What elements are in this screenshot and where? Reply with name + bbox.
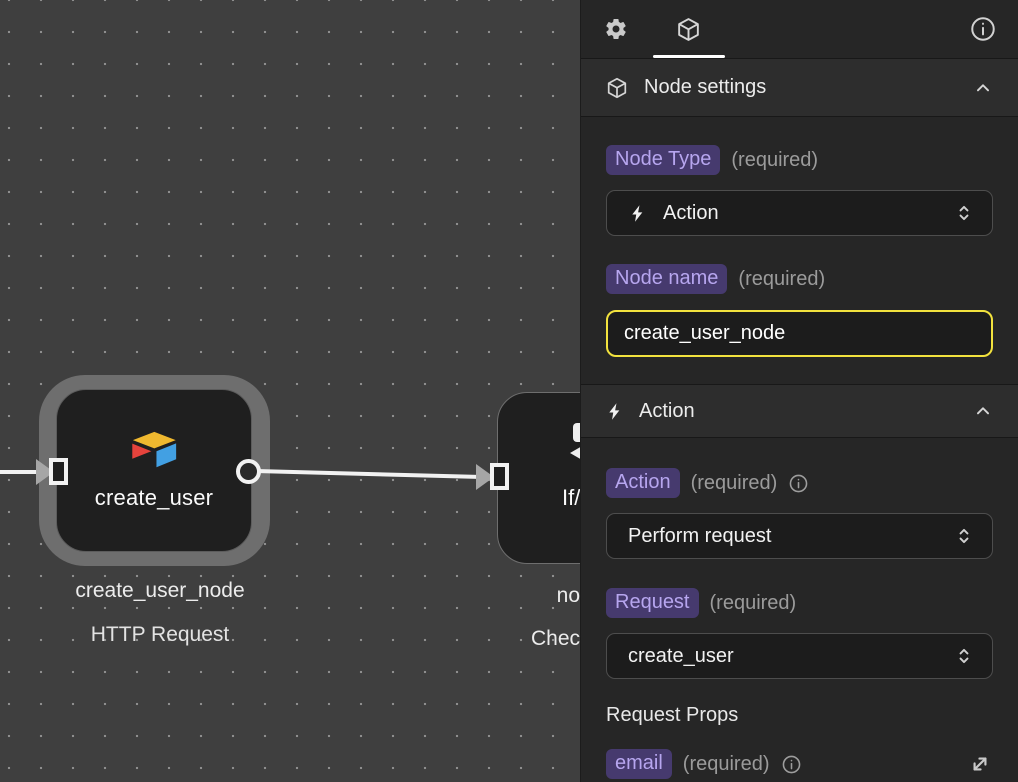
action-select[interactable]: Perform request (606, 513, 993, 559)
node-create-user[interactable]: create_user (56, 389, 252, 552)
cube-icon (678, 17, 699, 41)
edge-incoming-arrowhead-icon (36, 459, 54, 485)
email-expand-button[interactable] (967, 751, 993, 777)
edges-layer (0, 459, 494, 490)
input-port-create-user[interactable] (49, 458, 68, 485)
node-if-else[interactable]: If/ (497, 392, 580, 564)
edge-arrowhead-icon (476, 464, 494, 490)
action-required: (required) (690, 471, 778, 494)
collapse-action-button[interactable] (972, 400, 994, 422)
node-settings-panel: Node settings Node Type (required) Actio… (580, 0, 1018, 782)
email-label-row: email (required) (606, 749, 993, 779)
request-props-title: Request Props (606, 704, 739, 726)
chevron-up-icon (976, 407, 990, 415)
node-if-type-label: Chec (530, 627, 580, 650)
input-port-if[interactable] (490, 463, 509, 490)
tab-node[interactable] (675, 16, 702, 43)
node-settings-title: Node settings (644, 76, 767, 98)
bolt-icon (609, 402, 620, 420)
select-chevrons-icon (953, 525, 975, 547)
node-type-label: Node Type (606, 145, 721, 175)
node-name-input[interactable] (606, 310, 993, 357)
panel-tab-bar (581, 0, 1018, 59)
action-value: Perform request (628, 524, 772, 547)
expand-icon (973, 757, 987, 771)
email-info-button[interactable] (781, 754, 802, 775)
workflow-canvas[interactable]: create_user If/ create_user_node HTTP Re… (0, 0, 580, 782)
request-select[interactable]: create_user (606, 633, 993, 679)
request-label: Request (606, 588, 699, 618)
select-chevrons-icon (953, 645, 975, 667)
node-create-user-title: create_user (94, 484, 214, 510)
output-port-create-user[interactable] (236, 459, 261, 484)
action-section-header[interactable]: Action (581, 384, 1018, 438)
branch-icon-arrow (570, 445, 580, 461)
node-name-label-row: Node name (required) (606, 264, 993, 294)
node-name-required: (required) (738, 267, 826, 290)
select-chevrons-icon (953, 202, 975, 224)
action-label-row: Action (required) (606, 468, 993, 498)
node-name-label: Node name (606, 264, 728, 294)
info-icon (782, 755, 800, 773)
action-body: Action (required) Perform request Reques… (581, 438, 1018, 779)
bolt-icon (632, 204, 643, 222)
node-type-required: (required) (731, 148, 819, 171)
active-tab-underline (653, 55, 725, 58)
action-info-button[interactable] (788, 473, 809, 494)
node-settings-body: Node Type (required) Action Node name (r… (581, 117, 1018, 384)
chevron-up-icon (976, 83, 990, 91)
email-required: (required) (682, 752, 770, 775)
request-label-row: Request (required) (606, 588, 993, 618)
node-create-user-type-label: HTTP Request (90, 623, 230, 646)
info-icon (971, 17, 995, 41)
branch-icon (573, 423, 580, 442)
airtable-icon (132, 431, 177, 467)
gear-icon (606, 19, 626, 39)
panel-info-button[interactable] (969, 15, 997, 43)
request-required: (required) (709, 591, 797, 614)
node-type-select[interactable]: Action (606, 190, 993, 236)
node-type-label-row: Node Type (required) (606, 145, 993, 175)
email-label: email (606, 749, 672, 779)
node-if-name-label: no (556, 584, 580, 607)
node-create-user-name-label: create_user_node (75, 579, 245, 602)
collapse-node-settings-button[interactable] (972, 77, 994, 99)
request-value: create_user (628, 644, 734, 667)
node-type-value: Action (663, 201, 719, 224)
action-label: Action (606, 468, 680, 498)
node-if-title: If/ (562, 485, 580, 510)
node-settings-section-header[interactable]: Node settings (581, 59, 1018, 117)
info-icon (789, 474, 808, 492)
tab-settings[interactable] (604, 17, 628, 41)
cube-icon (607, 77, 627, 98)
edge-create-user-to-if[interactable] (255, 469, 483, 479)
action-section-title: Action (639, 399, 695, 422)
